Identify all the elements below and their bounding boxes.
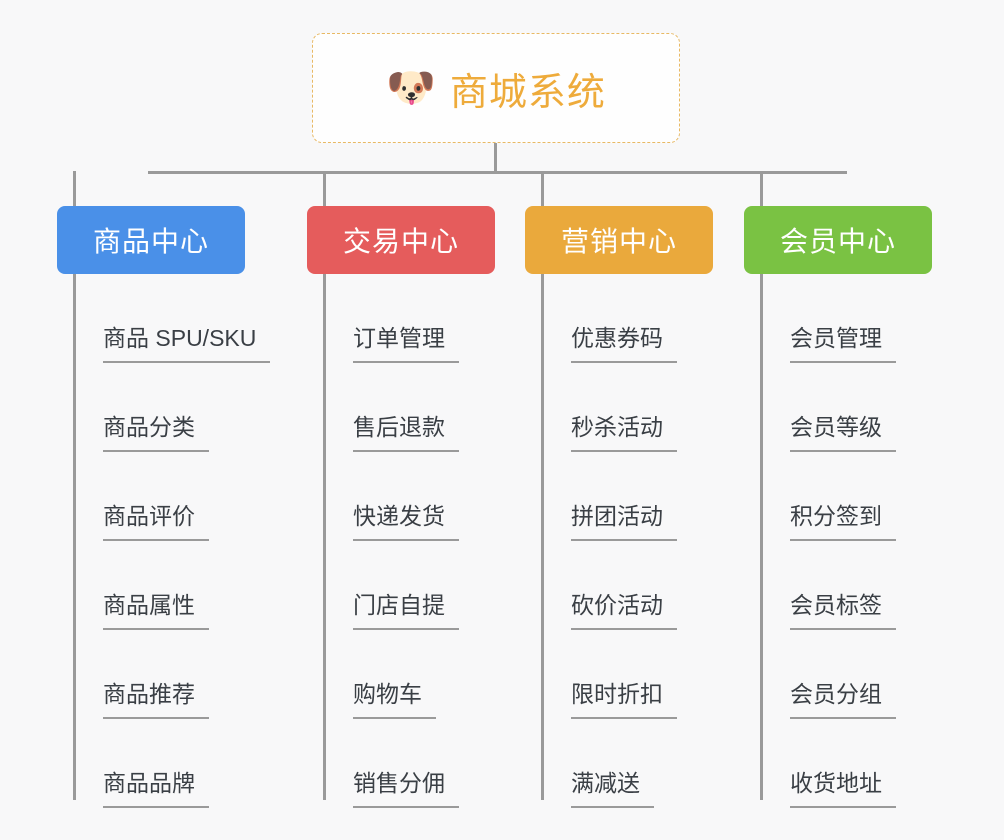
branch-item-list-3: 会员管理会员等级积分签到会员标签会员分组收货地址 xyxy=(744,274,932,808)
branch-item[interactable]: 优惠券码 xyxy=(525,274,713,363)
branch-item-label: 会员管理 xyxy=(790,319,896,363)
branch-item-label: 门店自提 xyxy=(353,586,459,630)
branch-item-label: 会员标签 xyxy=(790,586,896,630)
branch-header-label: 营销中心 xyxy=(560,226,677,257)
branch-header-0[interactable]: 商品中心 xyxy=(57,206,245,274)
branch-item[interactable]: 会员标签 xyxy=(744,541,932,630)
branch-item-label: 购物车 xyxy=(353,675,436,719)
branch-item[interactable]: 售后退款 xyxy=(307,363,495,452)
branch-item[interactable]: 拼团活动 xyxy=(525,452,713,541)
branch-item[interactable]: 商品 SPU/SKU xyxy=(57,274,271,363)
branch-item-label: 售后退款 xyxy=(353,408,459,452)
branch-item-label: 限时折扣 xyxy=(571,675,677,719)
branch-item-label: 商品分类 xyxy=(103,408,209,452)
branch-trunk-line-0 xyxy=(73,274,76,800)
branch-item-label: 积分签到 xyxy=(790,497,896,541)
branch-header-label: 商品中心 xyxy=(92,226,209,257)
branch-item-list-2: 优惠券码秒杀活动拼团活动砍价活动限时折扣满减送 xyxy=(525,274,713,808)
branch-item[interactable]: 会员分组 xyxy=(744,630,932,719)
branch-drop-line-0 xyxy=(73,171,76,206)
branch-trunk-line-3 xyxy=(760,274,763,800)
branch-trunk-line-2 xyxy=(541,274,544,800)
root-title: 商城系统 xyxy=(449,71,606,114)
branch-item-label: 商品推荐 xyxy=(103,675,209,719)
branch-item[interactable]: 订单管理 xyxy=(307,274,495,363)
shiba-dog-face-icon: 🐶 xyxy=(386,66,436,110)
branch-item-label: 会员分组 xyxy=(790,675,896,719)
branch-item-label: 会员等级 xyxy=(790,408,896,452)
branch-item[interactable]: 会员管理 xyxy=(744,274,932,363)
root-connector-stem xyxy=(494,143,497,173)
branch-item[interactable]: 限时折扣 xyxy=(525,630,713,719)
branch-item[interactable]: 销售分佣 xyxy=(307,719,495,808)
branch-item-label: 秒杀活动 xyxy=(571,408,677,452)
branch-drop-line-3 xyxy=(760,171,763,206)
branch-item-label: 商品属性 xyxy=(103,586,209,630)
branch-header-label: 交易中心 xyxy=(342,226,459,257)
branch-item[interactable]: 砍价活动 xyxy=(525,541,713,630)
branch-item[interactable]: 秒杀活动 xyxy=(525,363,713,452)
branch-item[interactable]: 门店自提 xyxy=(307,541,495,630)
branch-3: 会员中心会员管理会员等级积分签到会员标签会员分组收货地址 xyxy=(744,206,932,808)
branch-item[interactable]: 满减送 xyxy=(525,719,713,808)
branch-item[interactable]: 购物车 xyxy=(307,630,495,719)
branch-header-1[interactable]: 交易中心 xyxy=(307,206,495,274)
branch-item[interactable]: 商品评价 xyxy=(57,452,270,541)
branch-1: 交易中心订单管理售后退款快递发货门店自提购物车销售分佣 xyxy=(307,206,495,808)
branch-connector-bus xyxy=(148,171,847,174)
branch-item-label: 拼团活动 xyxy=(571,497,677,541)
branch-item[interactable]: 快递发货 xyxy=(307,452,495,541)
branch-item[interactable]: 商品分类 xyxy=(57,363,270,452)
branch-item-label: 收货地址 xyxy=(790,764,896,808)
branch-item-label: 优惠券码 xyxy=(571,319,677,363)
branch-item-label: 快递发货 xyxy=(353,497,459,541)
branch-item-label: 砍价活动 xyxy=(571,586,677,630)
branch-item-list-0: 商品 SPU/SKU 商品分类商品评价商品属性商品推荐商品品牌 xyxy=(57,274,271,808)
branch-trunk-line-1 xyxy=(323,274,326,800)
branch-drop-line-1 xyxy=(323,171,326,206)
branch-0: 商品中心商品 SPU/SKU 商品分类商品评价商品属性商品推荐商品品牌 xyxy=(57,206,271,808)
branch-item[interactable]: 商品品牌 xyxy=(57,719,270,808)
branch-header-3[interactable]: 会员中心 xyxy=(744,206,932,274)
branch-item[interactable]: 商品属性 xyxy=(57,541,270,630)
branch-item-label: 商品品牌 xyxy=(103,764,209,808)
branch-item[interactable]: 会员等级 xyxy=(744,363,932,452)
branch-header-label: 会员中心 xyxy=(779,226,896,257)
branch-item[interactable]: 商品推荐 xyxy=(57,630,270,719)
branch-item[interactable]: 积分签到 xyxy=(744,452,932,541)
branch-item-label: 订单管理 xyxy=(353,319,459,363)
branch-header-2[interactable]: 营销中心 xyxy=(525,206,713,274)
branch-item[interactable]: 收货地址 xyxy=(744,719,932,808)
branch-drop-line-2 xyxy=(541,171,544,206)
branch-2: 营销中心优惠券码秒杀活动拼团活动砍价活动限时折扣满减送 xyxy=(525,206,713,808)
branch-item-label: 满减送 xyxy=(571,764,654,808)
branch-item-label: 商品 SPU/SKU xyxy=(103,319,271,363)
branch-item-label: 销售分佣 xyxy=(353,764,459,808)
branch-item-label: 商品评价 xyxy=(103,497,209,541)
root-node[interactable]: 🐶 商城系统 xyxy=(312,33,680,143)
branch-item-list-1: 订单管理售后退款快递发货门店自提购物车销售分佣 xyxy=(307,274,495,808)
